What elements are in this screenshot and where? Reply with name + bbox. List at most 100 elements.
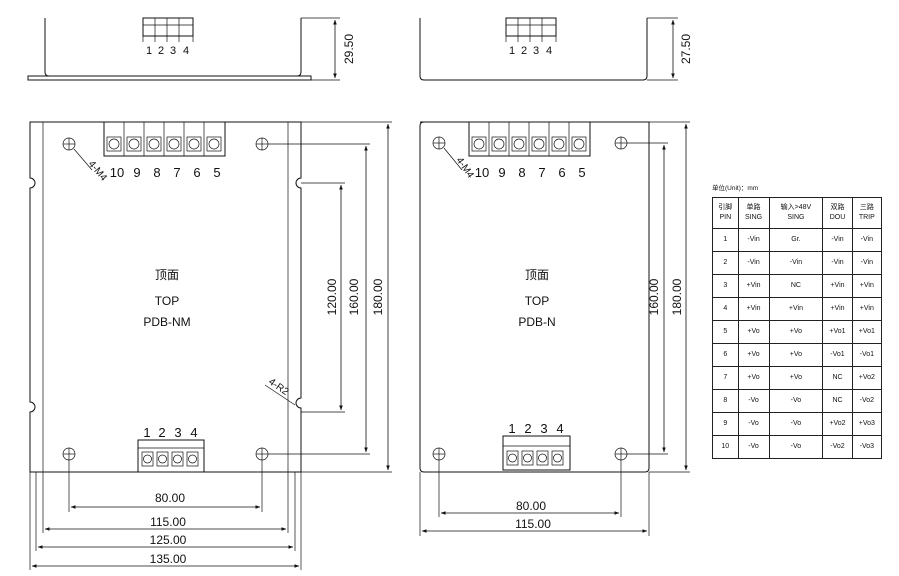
table-cell: 6 [712,343,739,367]
header-cell: 三路 TRIP [851,197,883,229]
table-cell: -Vin [851,228,883,252]
table-cell: +Vo [737,343,770,367]
header-en: TRIP [858,214,875,221]
table-cell: -Vin [851,251,883,275]
left-dim-115: 115.00 [150,515,186,529]
right-dim-115: 115.00 [515,517,551,531]
table-cell: -Vin [737,228,770,252]
left-model: PDB-NM [143,315,190,329]
table-cell: +Vin [737,274,770,298]
table-cell: 2 [712,251,739,275]
right-title-cn: 顶面 [525,268,549,282]
table-cell: -Vo [768,412,824,436]
table-cell: 1 [712,228,739,252]
table-cell: +Vin [768,297,824,321]
left-top-terminal-label: 8 [153,165,160,180]
side-view-left: 1 2 3 4 29.50 [27,17,356,81]
table-cell: +Vo3 [851,412,883,436]
left-dim-80: 80.00 [155,491,185,505]
top-view-left: 10 9 8 7 6 5 4-M4 4-R2 1 2 3 4 顶面 TOP PD… [29,121,392,570]
left-dim-180: 180.00 [371,278,385,315]
table-cell: +Vo1 [851,320,883,344]
table-cell: 7 [712,366,739,390]
table-cell: NC [768,274,824,298]
left-top-terminal-label: 7 [173,165,180,180]
table-cell: -Vin [768,251,824,275]
table-cell: -Vo1 [851,343,883,367]
right-model: PDB-N [518,315,555,329]
header-cn: 引脚 [718,204,733,211]
header-cn: 输入>48V [780,204,812,211]
header-cn: 三路 [859,204,874,211]
table-cell: 10 [712,435,739,459]
side-right-pin: 1 [509,45,515,57]
table-cell: +Vo [737,366,770,390]
left-dim-125: 125.00 [150,533,187,547]
table-cell: 5 [712,320,739,344]
side-left-pin: 2 [158,45,164,57]
table-cell: -Vo1 [822,343,853,367]
left-top-terminal-label: 5 [213,165,220,180]
table-cell: +Vo [768,366,824,390]
table-cell: +Vin [851,297,883,321]
table-cell: NC [822,389,853,413]
right-top-terminal-label: 5 [578,165,585,180]
right-dim-180: 180.00 [670,278,684,315]
side-left-pin: 3 [170,45,176,57]
table-cell: -Vin [822,228,853,252]
header-en: PIN [719,214,732,221]
table-cell: -Vo [737,389,770,413]
table-cell: 8 [712,389,739,413]
unit-note: 单位(Unit)：mm [712,185,759,192]
side-right-pin: 2 [521,45,527,57]
table-cell: +Vo [737,320,770,344]
table-cell: +Vo2 [851,366,883,390]
table-cell: -Vin [737,251,770,275]
header-en: SING [744,214,763,221]
table-row: 6+Vo+Vo-Vo1-Vo1 [712,343,883,367]
right-bottom-terminal-label: 2 [524,421,531,436]
table-cell: -Vin [822,251,853,275]
right-bottom-terminal-label: 3 [540,421,547,436]
right-bottom-terminal-label: 4 [556,421,563,436]
table-cell: +Vin [822,274,853,298]
table-cell: -Vo2 [822,435,853,459]
table-cell: Gr. [768,228,824,252]
right-title-en: TOP [525,294,549,308]
left-top-terminal-label: 6 [193,165,200,180]
table-cell: +Vo1 [822,320,853,344]
table-cell: +Vo [768,320,824,344]
table-row: 2-Vin-Vin-Vin-Vin [712,251,883,275]
side-left-pin: 4 [183,45,189,57]
table-cell: 4 [712,297,739,321]
table-cell: -Vo [768,435,824,459]
left-title-cn: 顶面 [155,268,179,282]
left-mount-label: 4-M4 [86,159,109,184]
right-dim-160: 160.00 [647,278,661,315]
table-cell: +Vin [737,297,770,321]
side-left-pin: 1 [146,45,152,57]
table-cell: 9 [712,412,739,436]
right-mount-label: 4-M4 [454,155,476,180]
table-cell: +Vo [768,343,824,367]
right-top-terminal-label: 8 [518,165,525,180]
right-top-terminal-label: 10 [475,165,489,180]
right-top-terminal-label: 6 [558,165,565,180]
table-cell: 3 [712,274,739,298]
left-bottom-terminal-label: 4 [190,425,197,440]
left-dim-120: 120.00 [325,278,339,315]
header-en: DOU [829,214,846,221]
left-top-terminal-label: 10 [110,165,124,180]
left-bottom-terminal-label: 1 [143,425,150,440]
table-cell: +Vo2 [822,412,853,436]
table-cell: +Vin [851,274,883,298]
